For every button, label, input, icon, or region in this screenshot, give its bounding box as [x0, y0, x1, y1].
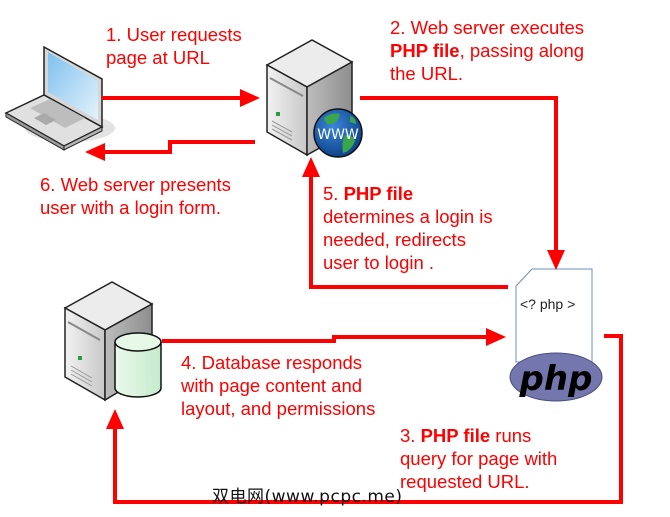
arrow-6-server-to-laptop — [103, 140, 255, 154]
step-5-label: 5. PHP file determines a login is needed… — [323, 183, 493, 273]
laptop-icon — [4, 45, 115, 151]
step-3-label: 3. PHP file runs query for page with req… — [400, 425, 558, 492]
arrow-2-server-to-php — [360, 96, 558, 252]
arrow-4-db-to-php — [162, 335, 488, 343]
php-logo-text: php — [519, 359, 593, 399]
database-server-icon — [63, 281, 162, 402]
arrow-5-php-to-server — [309, 175, 508, 289]
step-2-label: 2. Web server executes PHP file, passing… — [390, 17, 585, 84]
arrowhead-4 — [486, 328, 506, 346]
arrowhead-3 — [106, 409, 124, 429]
php-file-icon — [515, 268, 593, 363]
arrowhead-1 — [240, 89, 260, 107]
step-1-label: 1. User requests page at URL — [106, 24, 242, 68]
arrowhead-2 — [547, 250, 565, 270]
step-6-label: 6. Web server presents user with a login… — [40, 174, 231, 218]
arrowhead-5 — [302, 157, 320, 177]
arrow-3-php-to-db — [113, 334, 623, 504]
watermark: 双电网(www.pcpc.me) — [212, 487, 403, 507]
arrowhead-6 — [85, 143, 105, 161]
database-cylinder-icon — [114, 332, 162, 398]
globe-icon: WWW — [313, 108, 363, 158]
globe-www-text: WWW — [317, 127, 359, 143]
step-4-label: 4. Database responds with page content a… — [181, 352, 376, 419]
php-code-text: <? php > — [520, 296, 576, 312]
php-logo-icon: php — [509, 352, 603, 402]
web-server-icon: WWW — [265, 39, 363, 158]
